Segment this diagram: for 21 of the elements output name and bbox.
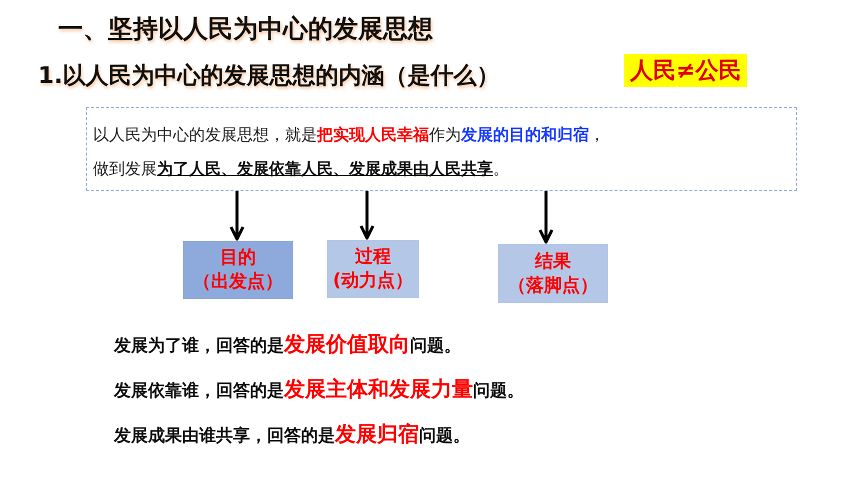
concept-title: 过程 — [355, 245, 391, 269]
section-heading: 1.以人民为中心的发展思想的内涵（是什么） — [38, 62, 500, 91]
concept-title: 结果 — [535, 250, 571, 274]
arrow — [538, 191, 554, 244]
highlight-note: 人民≠公民 — [624, 54, 748, 87]
definition-text: 做到发展为了人民、发展依靠人民、发展成果由人民共享。 — [93, 158, 510, 180]
explanation-text: 发展成果由谁共享，回答的是发展归宿问题。 — [114, 421, 470, 448]
concept-box — [498, 244, 608, 303]
concept-box — [327, 240, 419, 298]
concept-subtitle: （出发点） — [193, 270, 283, 294]
explanation-text: 发展为了谁，回答的是发展价值取向问题。 — [114, 331, 461, 358]
slide-title: 一、坚持以人民为中心的发展思想 — [58, 13, 433, 45]
explanation-text: 发展依靠谁，回答的是发展主体和发展力量问题。 — [114, 376, 524, 403]
concept-title: 目的 — [220, 246, 256, 270]
concept-box — [183, 241, 293, 299]
arrow — [230, 191, 244, 240]
arrow — [360, 191, 374, 240]
concept-subtitle: (动力点） — [332, 269, 414, 293]
definition-box — [86, 107, 797, 191]
definition-text: 以人民为中心的发展思想，就是把实现人民幸福作为发展的目的和归宿， — [93, 124, 606, 146]
concept-subtitle: （落脚点） — [508, 274, 598, 298]
